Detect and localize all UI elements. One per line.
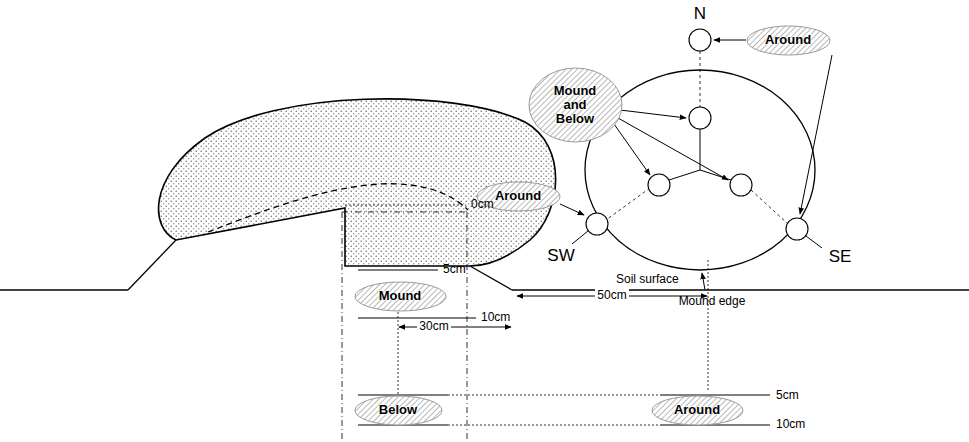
dimension-label: 50cm <box>595 289 628 302</box>
mound-flank <box>470 266 512 290</box>
dimension-label: 5cm <box>776 389 799 402</box>
leader-arrow <box>618 118 728 180</box>
region-name: Around <box>495 189 541 203</box>
mound-flank <box>128 240 176 290</box>
soil-line <box>512 289 969 290</box>
axis-line <box>751 190 787 223</box>
leader-arrow <box>560 204 584 215</box>
dim-line <box>398 312 399 395</box>
leader-arrow <box>614 124 650 175</box>
region-name: Around <box>765 33 811 47</box>
axis-tick <box>806 236 822 248</box>
dashed-curve <box>208 184 468 232</box>
axis-tick <box>572 231 588 244</box>
sample-point <box>648 174 670 196</box>
dimension-label: 10cm <box>481 311 510 324</box>
sample-point <box>689 29 711 51</box>
hatched-oval-label: Mound and Below <box>528 67 623 143</box>
dimension-label: Mound edge <box>679 295 746 308</box>
sample-point <box>786 218 808 240</box>
dimension-label: 10cm <box>776 418 805 431</box>
leader-arrow <box>714 40 746 41</box>
hatched-oval-label: Mound <box>354 281 447 312</box>
depth-line <box>448 395 660 396</box>
region-name: Below <box>379 403 417 417</box>
depth-line <box>358 270 438 271</box>
dimension-label: Soil surface <box>616 273 679 286</box>
region-name: Mound <box>379 289 422 303</box>
sample-point <box>586 213 608 235</box>
dim-line <box>708 260 709 392</box>
depth-line <box>358 318 476 319</box>
compass-label: SE <box>829 248 852 267</box>
hatched-oval-label: Around <box>651 395 744 426</box>
dim-arrow <box>399 327 511 328</box>
depth-line <box>448 425 660 426</box>
mound-cap <box>159 99 556 266</box>
depth-line <box>345 205 466 206</box>
column-line <box>342 212 343 442</box>
region-name: Around <box>674 403 720 417</box>
leader-arrow <box>800 55 832 214</box>
compass-label: SW <box>547 247 574 266</box>
dimension-label: 0cm <box>471 198 494 211</box>
soil-line <box>0 289 128 290</box>
region-name: Mound and Below <box>549 84 601 127</box>
axis-line <box>669 170 700 180</box>
axis-line <box>606 188 650 220</box>
sample-point <box>730 174 752 196</box>
depth-line <box>660 425 770 426</box>
depth-line <box>660 395 770 396</box>
axis-line <box>700 51 701 107</box>
hatched-oval-label: Around <box>746 25 831 56</box>
dimension-label: 5cm <box>443 263 466 276</box>
hatched-oval-label: Below <box>354 395 443 426</box>
compass-label: N <box>694 5 706 24</box>
leader-arrow <box>702 273 705 290</box>
sample-point <box>689 107 711 129</box>
leader-arrow <box>620 110 686 118</box>
column-line <box>342 212 467 213</box>
dimension-label: 30cm <box>417 320 450 333</box>
